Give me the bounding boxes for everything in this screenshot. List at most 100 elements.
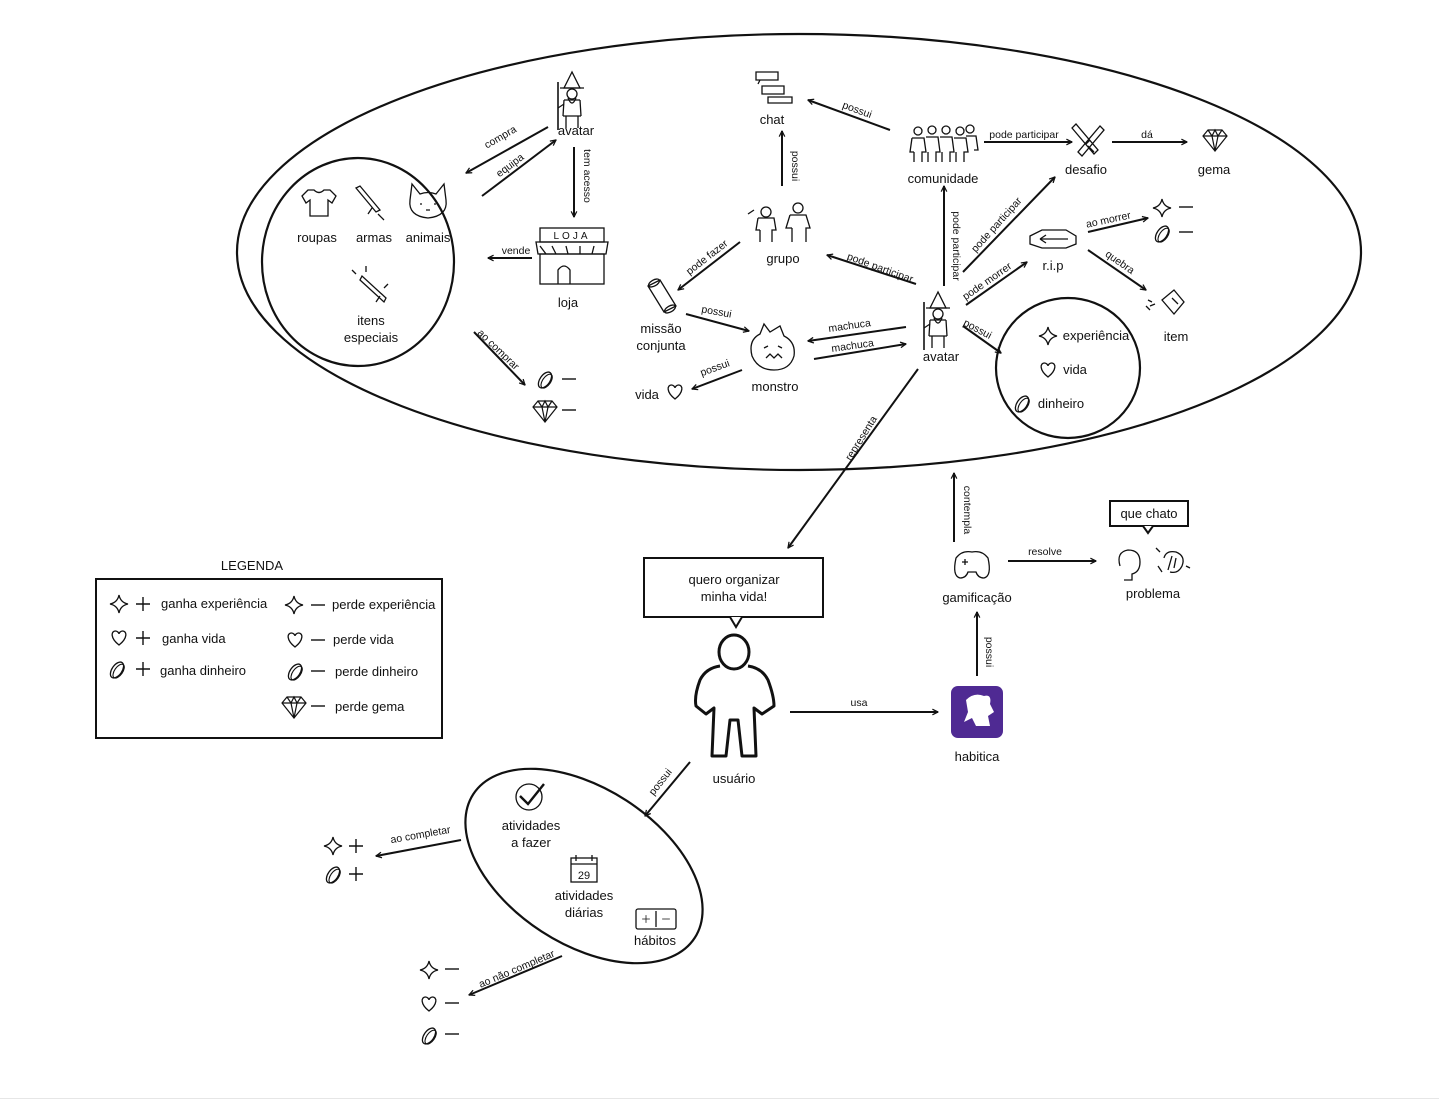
item-label: item: [1164, 329, 1189, 344]
edge-possui-chat: possui: [789, 151, 801, 181]
legend-perde-gema: perde gema: [335, 699, 405, 714]
node-monstro: monstro: [750, 322, 799, 394]
wizard-icon: [923, 291, 951, 351]
habitica-label: habitica: [955, 749, 1001, 764]
node-habitica: habitica: [951, 686, 1003, 764]
node-vida-monstro: vida: [635, 384, 683, 402]
bottom-divider: [0, 1098, 1439, 1099]
shop-icon: LOJA: [535, 227, 609, 285]
sparkle-icon: [109, 594, 129, 614]
calendar-icon: 29: [570, 855, 598, 883]
edge-ao-nao-completar: ao não completar: [477, 948, 557, 991]
node-gema: gema: [1198, 129, 1231, 177]
monstro-label: monstro: [752, 379, 799, 394]
coin-icon: [285, 661, 306, 683]
edge-labels: compra equipa tem acesso vende ao compra…: [390, 99, 1153, 990]
sparkle-icon: [1038, 326, 1058, 346]
edge-tem-acesso: tem acesso: [581, 149, 593, 203]
edge-machuca-2: machuca: [831, 337, 875, 355]
node-item: item: [1145, 289, 1189, 344]
comunidade-label: comunidade: [908, 171, 979, 186]
heart-icon: [1040, 362, 1056, 378]
sword-icon: [354, 185, 385, 221]
atividades-diarias-label1: atividades: [555, 888, 614, 903]
edge-machuca-1: machuca: [828, 317, 872, 335]
coin-icon: [419, 1025, 440, 1047]
legend-perde-dinheiro: perde dinheiro: [335, 664, 418, 679]
edge-usa: usa: [851, 697, 868, 709]
chat-label: chat: [760, 112, 785, 127]
crowd-icon: [909, 124, 979, 162]
gema-label: gema: [1198, 162, 1231, 177]
gem-icon: [1202, 129, 1228, 152]
especiais-label: especiais: [344, 330, 399, 345]
shirt-icon: [301, 189, 337, 217]
usuario-speech-bubble: quero organizar minha vida!: [643, 557, 824, 629]
cat-icon: [409, 182, 447, 219]
node-comunidade: comunidade: [908, 124, 979, 186]
node-rip: r.i.p: [1029, 229, 1077, 273]
chat-icon: [755, 71, 793, 104]
node-chat: chat: [755, 71, 793, 127]
node-loja: LOJA loja: [535, 227, 609, 310]
edge-possui-stats: possui: [961, 317, 993, 342]
edge-resolve: resolve: [1028, 546, 1062, 558]
desafio-label: desafio: [1065, 162, 1107, 177]
problem-icon: [1118, 547, 1191, 581]
node-habitos: hábitos: [634, 908, 677, 948]
legend-perde-experiencia: perde experiência: [332, 597, 436, 612]
people-icon: [747, 202, 811, 242]
edge-ao-comprar: ao comprar: [475, 327, 522, 373]
avatar-main-label: avatar: [923, 349, 960, 364]
stats-ellipse: [994, 296, 1142, 440]
node-desafio: desafio: [1065, 123, 1107, 177]
problem-speech-bubble: que chato: [1109, 500, 1189, 535]
edge-pode-participar-desafio: pode participar: [989, 129, 1059, 141]
plus-icon: [348, 866, 364, 882]
edge-pode-fazer: pode fazer: [684, 237, 731, 277]
legend: LEGENDA ganha experiência ganha vida gan…: [95, 558, 443, 739]
node-ao-morrer-penalty: [1152, 198, 1194, 245]
rip-label: r.i.p: [1043, 258, 1064, 273]
edge-da: dá: [1141, 129, 1153, 141]
missao-label: missão: [640, 321, 681, 336]
conjunta-label: conjunta: [636, 338, 686, 353]
sparkle-icon: [323, 836, 343, 856]
legend-ganha-vida: ganha vida: [162, 631, 226, 646]
node-grupo: grupo: [747, 202, 811, 266]
node-roupas: roupas: [297, 189, 337, 245]
gem-icon: [532, 400, 558, 423]
edge-pode-participar-desafio2: pode participar: [969, 195, 1025, 255]
vida-monstro-label: vida: [635, 387, 660, 402]
plus-icon: [135, 596, 151, 612]
node-itens-especiais: itens especiais: [344, 266, 399, 345]
coffin-icon: [1029, 229, 1077, 249]
gem-icon: [281, 696, 307, 719]
sparkle-icon: [1152, 198, 1172, 218]
potion-icon: [1145, 289, 1185, 316]
node-ao-completar-reward: [323, 836, 364, 886]
animais-label: animais: [406, 230, 451, 245]
legend-box: [95, 578, 443, 739]
check-icon: [515, 783, 545, 811]
monster-icon: [750, 322, 795, 371]
coin-icon: [535, 369, 556, 391]
dinheiro-label: dinheiro: [1038, 396, 1084, 411]
heart-icon: [111, 630, 127, 646]
node-avatar-main: avatar: [923, 291, 960, 364]
heart-icon: [421, 996, 437, 1012]
plus-icon: [135, 661, 151, 677]
edge-contempla: contempla: [961, 486, 973, 535]
legend-ganha-dinheiro: ganha dinheiro: [160, 663, 246, 678]
coin-icon: [1012, 393, 1033, 415]
person-icon: [694, 633, 776, 758]
usuario-speech-line2: minha vida!: [701, 589, 767, 604]
avatar-top-label: avatar: [558, 123, 595, 138]
special-sword-icon: [351, 266, 389, 304]
swords-icon: [1071, 123, 1105, 157]
node-ao-comprar-penalty: [532, 369, 577, 423]
coin-icon: [323, 864, 344, 886]
habitos-label: hábitos: [634, 933, 676, 948]
plus-icon: [135, 630, 151, 646]
